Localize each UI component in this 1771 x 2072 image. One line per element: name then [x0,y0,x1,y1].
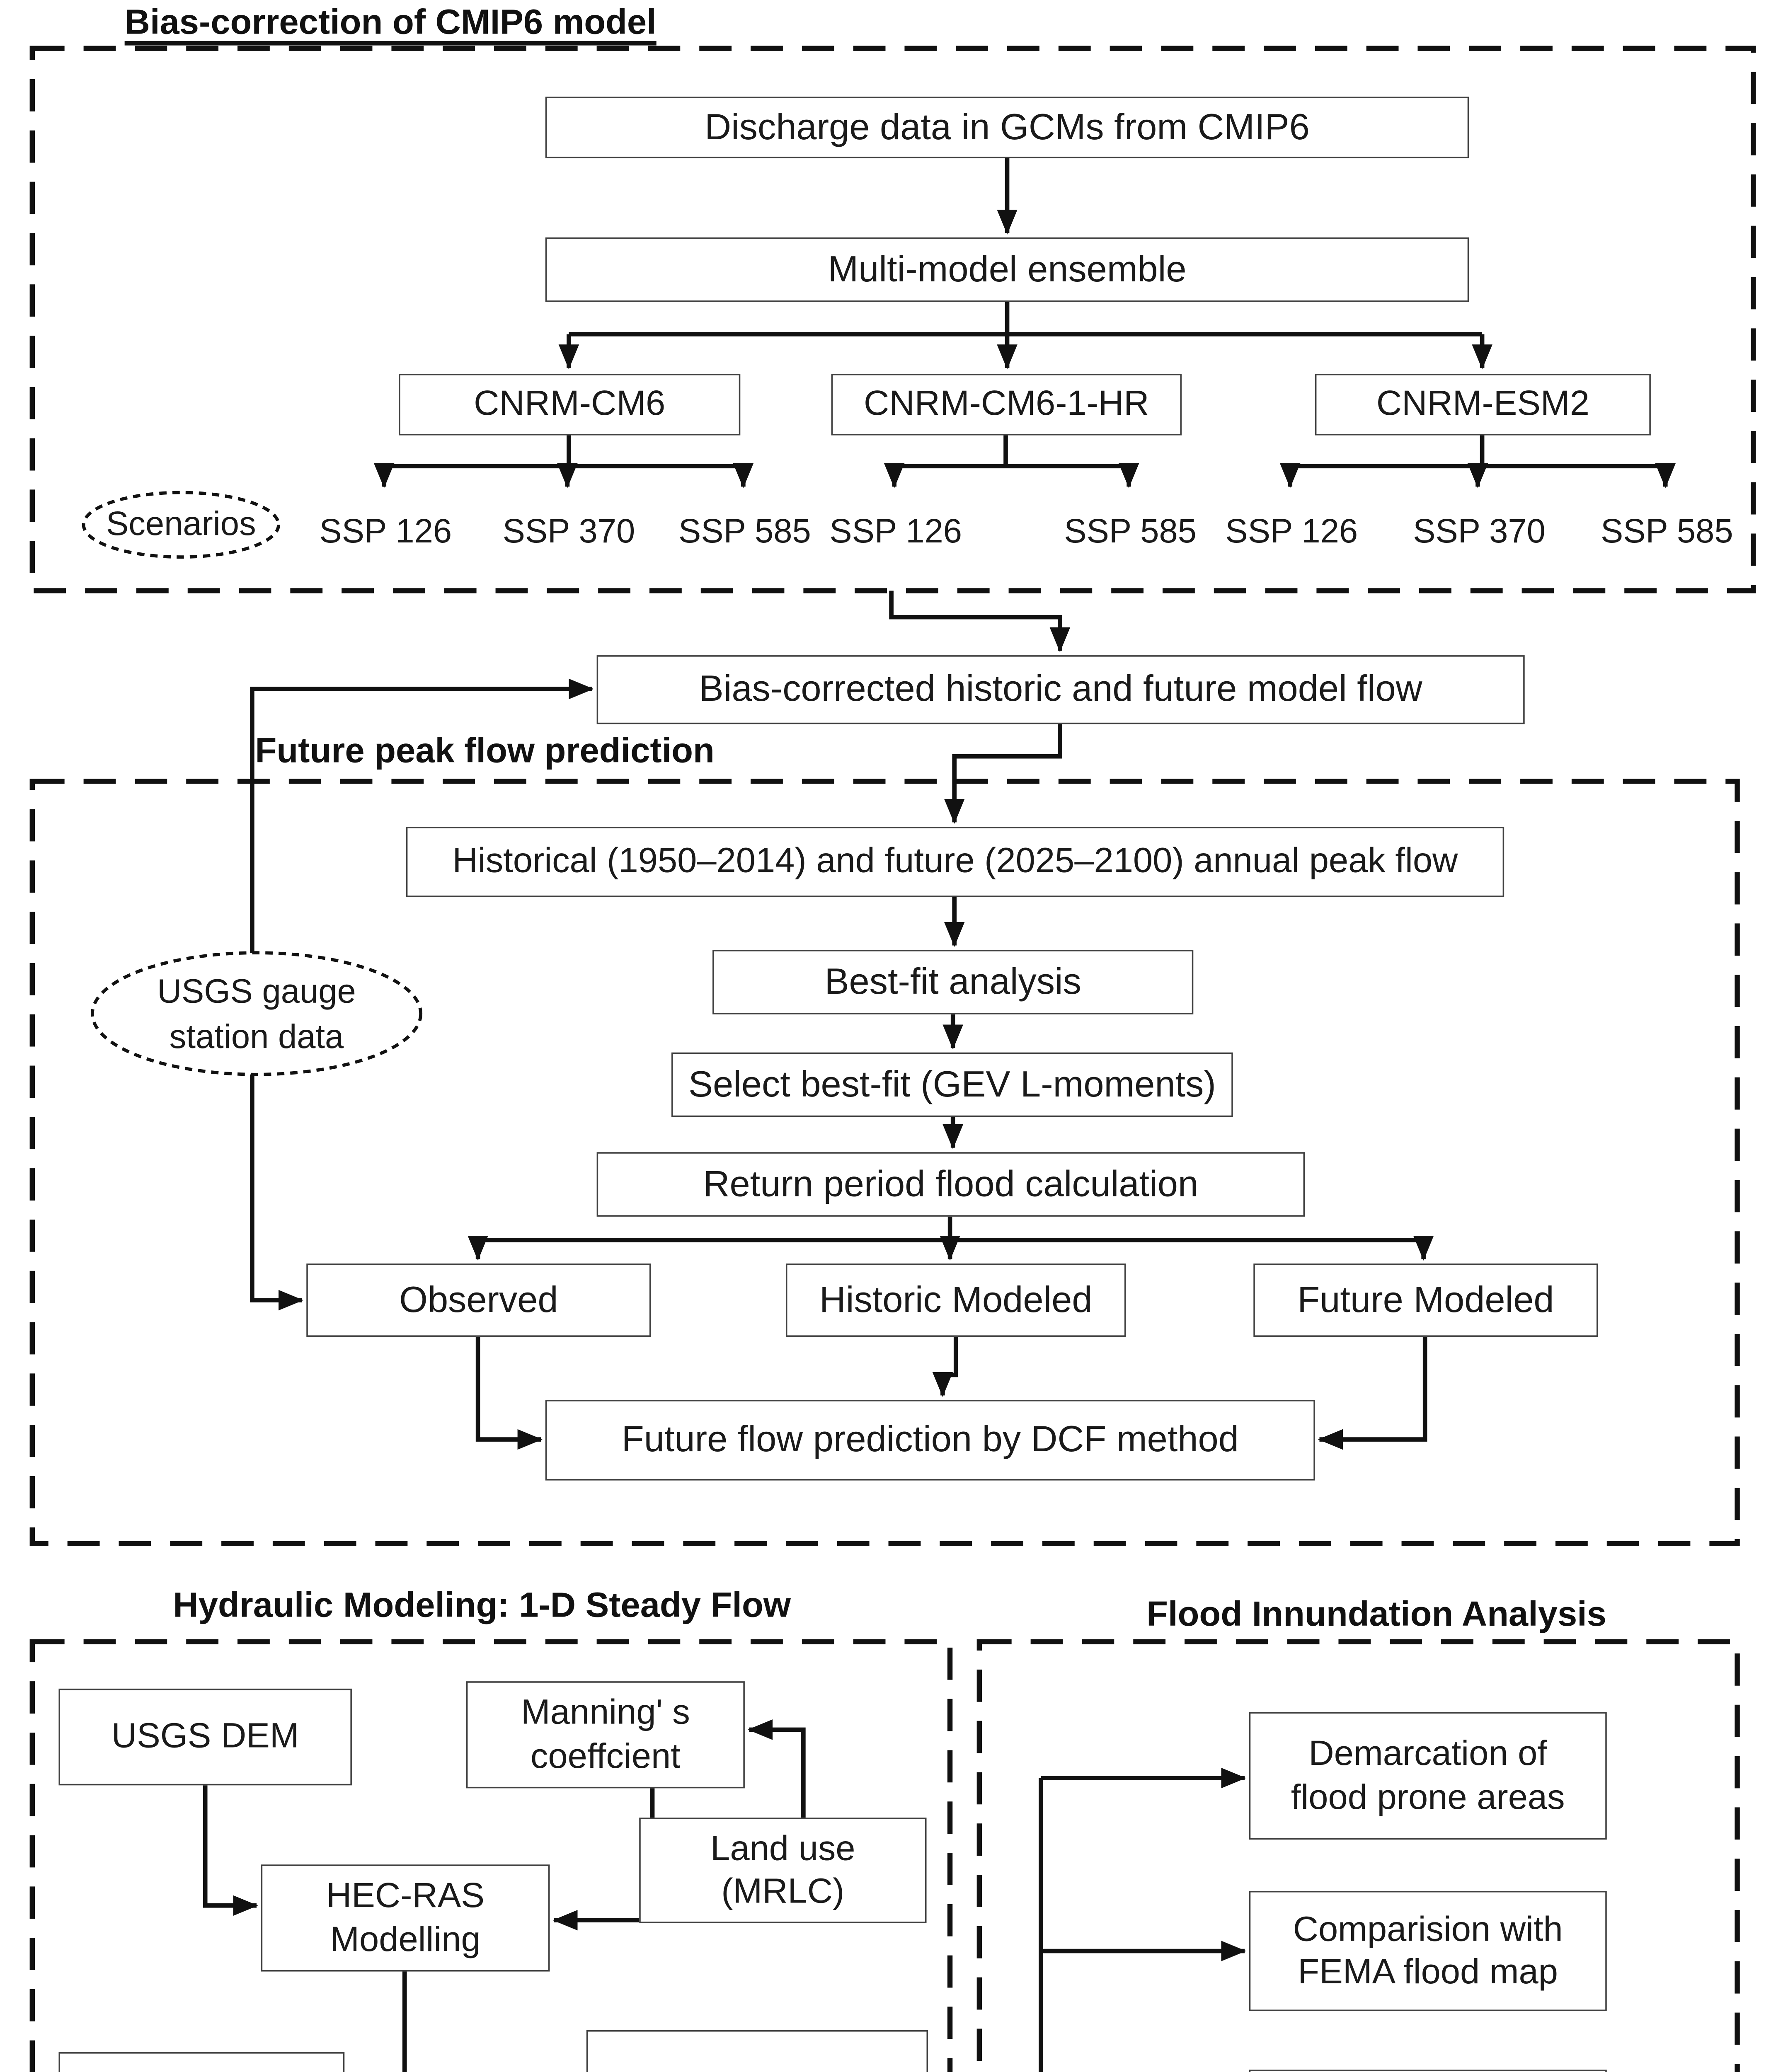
node-usgs-gauge-ellipse: USGS gauge station data [157,971,356,1055]
node-quantification: Quantification ofinnundation extend [1249,2070,1607,2072]
ssp-label-cm6-126: SSP 126 [319,511,452,550]
connector-usgs-bias [250,678,594,953]
connector-future-dcf [1318,1336,1427,1450]
node-land-use-label: Land use(MRLC) [710,1829,855,1912]
node-calibration: Calibration andvalidation of model [586,2030,928,2072]
frame-hydraulic [29,1639,953,2072]
connector-frame1-bias [889,591,1071,653]
ellipse-usgs-gauge [90,951,423,1076]
node-dcf-prediction: Future flow prediction by DCF method [545,1400,1315,1481]
ssp-label-cm6-370: SSP 370 [502,511,635,550]
node-return-period: Return period flood calculation [596,1152,1305,1217]
ssp-label-cm6hr-585: SSP 585 [1064,511,1197,550]
node-future-modeled: Future Modeled [1253,1264,1598,1337]
frame-flood-inundation [976,1639,1740,2072]
node-calibration-label: Calibration andvalidation of model [611,2068,904,2072]
connector-dem-hecras [203,1785,258,1916]
connector-bias-historical [944,724,1062,824]
ssp-label-cm6-585: SSP 585 [678,511,811,550]
node-cnrm-cm6-1-hr: CNRM-CM6-1-HR [831,373,1182,436]
section-title-future-peak: Future peak flow prediction [255,731,715,771]
node-select-best-fit: Select best-fit (GEV L-moments) [671,1052,1233,1117]
node-scenarios: Scenarios [106,505,256,543]
connector-manning-hecras [552,1788,655,1931]
ssp-label-esm2-126: SSP 126 [1225,511,1358,550]
node-cnrm-esm2: CNRM-ESM2 [1315,373,1651,436]
section-title-bias-correction: Bias-correction of CMIP6 model [124,3,657,43]
ssp-label-esm2-370: SSP 370 [1413,511,1546,550]
ssp-label-esm2-585: SSP 585 [1600,511,1733,550]
frame-future-peak [29,779,1740,1546]
connector-landuse-manning [747,1719,806,1818]
node-discharge-data: Discharge data in GCMs from CMIP6 [545,97,1469,159]
ssp-label-cm6hr-126: SSP 126 [829,511,962,550]
ellipse-scenarios [82,491,280,559]
node-bias-corrected: Bias-corrected historic and future model… [596,655,1525,724]
connector-historic-dcf [932,1336,958,1397]
node-multi-model-ensemble: Multi-model ensemble [545,237,1469,302]
section-title-hydraulic: Hydraulic Modeling: 1-D Steady Flow [173,1586,791,1626]
node-historic-modeled: Historic Modeled [785,1264,1126,1337]
node-best-fit: Best-fit analysis [712,950,1194,1014]
connector-observed-dcf [475,1336,543,1450]
node-cnrm-cm6: CNRM-CM6 [399,373,741,436]
connector-usgs-observed [250,1074,304,1311]
section-title-flood-inundation: Flood Innundation Analysis [1146,1595,1606,1634]
node-observed: Observed [306,1264,651,1337]
node-historical-future-peak: Historical (1950–2014) and future (2025–… [406,826,1505,897]
node-land-use: Land use(MRLC) [639,1818,927,1923]
node-usgs-dem: USGS DEM [58,1688,352,1786]
